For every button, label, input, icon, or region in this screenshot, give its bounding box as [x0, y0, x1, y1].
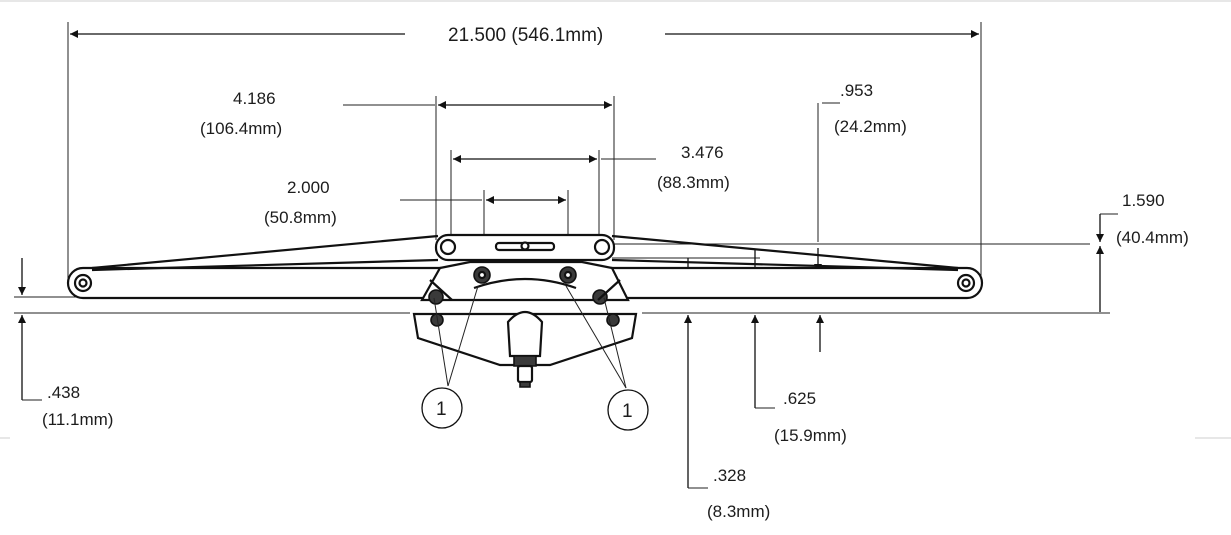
dim-328: .328 (8.3mm): [622, 258, 770, 521]
callout-1-right: 1: [566, 286, 648, 430]
callout-left-number: 1: [436, 399, 447, 420]
d953-mm-label: (24.2mm): [834, 117, 907, 136]
d328-mm-label: (8.3mm): [707, 502, 770, 521]
d1590-inch-label: 1.590: [1122, 191, 1165, 210]
d625-mm-label: (15.9mm): [774, 426, 847, 445]
dim-4186: 4.186 (106.4mm): [200, 89, 614, 240]
d438-inch-label: .438: [47, 383, 80, 402]
d4186-mm-label: (106.4mm): [200, 119, 282, 138]
dim-2000: 2.000 (50.8mm): [264, 178, 568, 240]
d438-mm-label: (11.1mm): [42, 410, 113, 429]
dim-overall-length: 21.500 (546.1mm): [68, 22, 981, 282]
d3476-mm-label: (88.3mm): [657, 173, 730, 192]
callout-1-left: 1: [422, 286, 478, 428]
d1590-mm-label: (40.4mm): [1116, 228, 1189, 247]
dim-1590: 1.590 (40.4mm): [642, 191, 1189, 313]
d2000-inch-label: 2.000: [287, 178, 330, 197]
d328-inch-label: .328: [713, 466, 746, 485]
callout-right-number: 1: [622, 401, 633, 422]
d2000-mm-label: (50.8mm): [264, 208, 337, 227]
dim-3476: 3.476 (88.3mm): [451, 143, 730, 238]
d4186-inch-label: 4.186: [233, 89, 276, 108]
d3476-inch-label: 3.476: [681, 143, 724, 162]
d953-inch-label: .953: [840, 81, 873, 100]
overall-length-label: 21.500 (546.1mm): [448, 25, 603, 46]
operator-arm-assembly: [68, 235, 982, 387]
d625-inch-label: .625: [783, 389, 816, 408]
dim-625: .625 (15.9mm): [612, 250, 847, 445]
